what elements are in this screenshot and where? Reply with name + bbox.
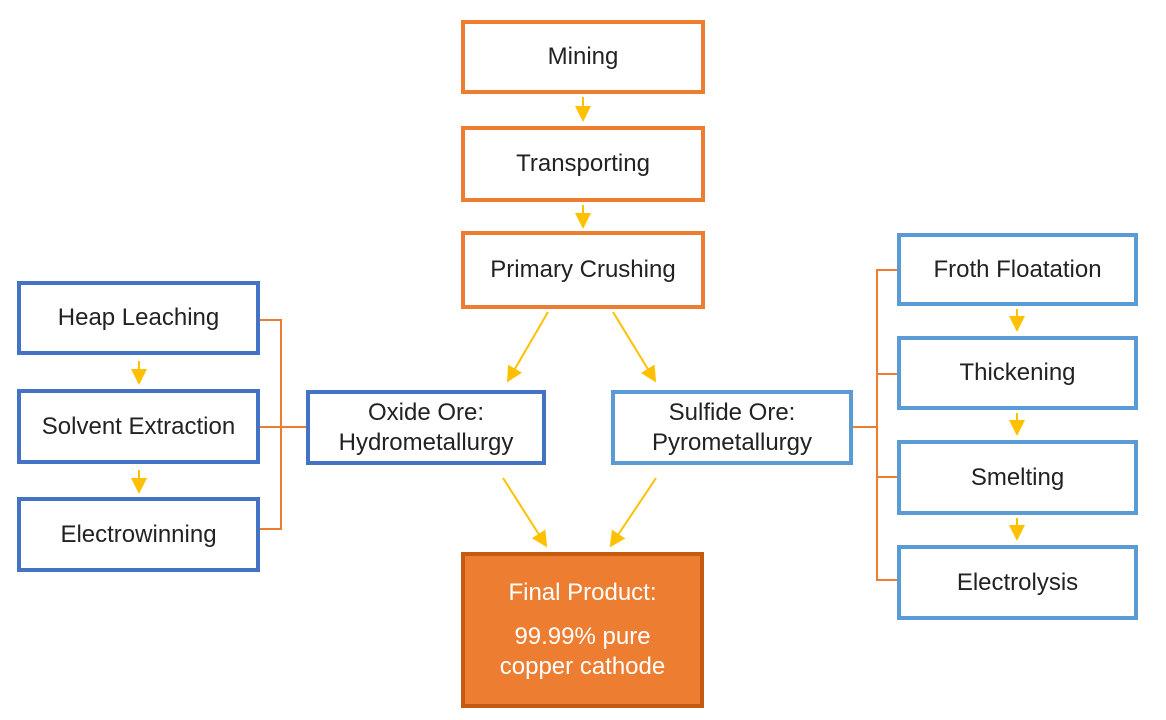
final-product-title: Final Product: xyxy=(508,579,657,606)
mining-label: Mining xyxy=(547,43,619,70)
froth-floatation-label: Froth Floatation xyxy=(933,255,1102,283)
primary-crushing-box: Primary Crushing xyxy=(461,231,705,309)
heap-leaching-box: Heap Leaching xyxy=(17,281,260,355)
oxide-ore-line1: Oxide Ore: xyxy=(367,398,485,426)
transporting-label: Transporting xyxy=(516,150,650,177)
solvent-extraction-label: Solvent Extraction xyxy=(41,412,236,440)
thickening-box: Thickening xyxy=(897,336,1138,410)
primary-crushing-label: Primary Crushing xyxy=(490,256,676,283)
sulfide-ore-box: Sulfide Ore: Pyrometallurgy xyxy=(611,390,853,465)
solvent-extraction-box: Solvent Extraction xyxy=(17,389,260,464)
arrow-oxide-final xyxy=(502,477,548,548)
arrow-sulfide-final xyxy=(609,477,657,548)
right-bracket-connector xyxy=(876,269,897,581)
arrow-crushing-sulfide xyxy=(612,311,657,383)
arrow-crushing-oxide xyxy=(506,311,549,383)
electrolysis-box: Electrolysis xyxy=(897,545,1138,620)
smelting-box: Smelting xyxy=(897,440,1138,515)
sulfide-ore-line1: Sulfide Ore: xyxy=(668,398,796,426)
heap-leaching-label: Heap Leaching xyxy=(57,304,220,331)
final-product-description: copper cathode xyxy=(499,653,666,680)
electrolysis-label: Electrolysis xyxy=(956,568,1079,596)
mining-box: Mining xyxy=(461,20,705,94)
froth-floatation-box: Froth Floatation xyxy=(897,233,1138,306)
final-product-box: Final Product: 99.99% pure copper cathod… xyxy=(461,552,704,708)
oxide-ore-line2: Hydrometallurgy xyxy=(338,428,514,456)
oxide-ore-box: Oxide Ore: Hydrometallurgy xyxy=(306,390,546,465)
electrowinning-box: Electrowinning xyxy=(17,497,260,572)
electrowinning-label: Electrowinning xyxy=(60,520,217,548)
transporting-box: Transporting xyxy=(461,126,705,202)
smelting-label: Smelting xyxy=(970,463,1065,491)
final-product-purity: 99.99% pure xyxy=(514,623,651,650)
left-bracket-connector xyxy=(260,319,282,530)
sulfide-ore-line2: Pyrometallurgy xyxy=(651,428,813,456)
thickening-label: Thickening xyxy=(959,359,1076,386)
